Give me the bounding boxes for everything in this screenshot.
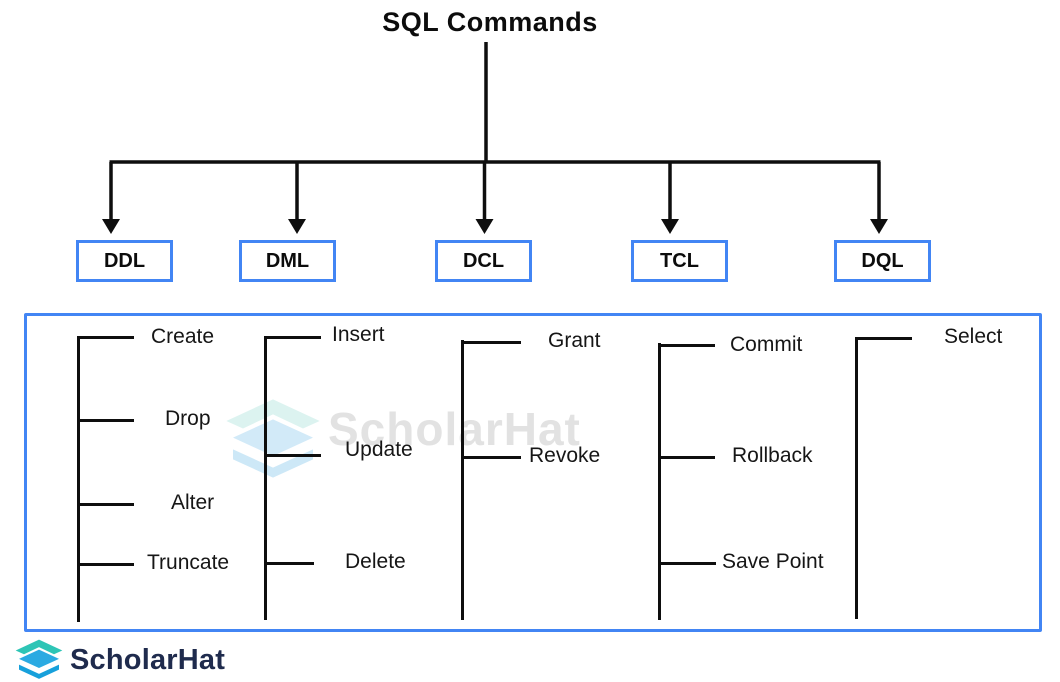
scholarhat-logo-icon (15, 639, 63, 679)
command-label-delete: Delete (345, 550, 406, 573)
dml-tick-insert (264, 336, 321, 339)
command-label-grant: Grant (548, 329, 601, 352)
command-label-commit: Commit (730, 333, 803, 356)
command-label-truncate: Truncate (147, 551, 230, 574)
dcl-branch-line (461, 340, 464, 620)
tcl-tick-savepoint (658, 562, 716, 565)
dml-tick-delete (264, 562, 314, 565)
diagram-title: SQL Commands (382, 7, 598, 37)
command-label-rollback: Rollback (732, 444, 813, 467)
category-label: TCL (660, 249, 699, 272)
category-box-tcl: TCL (631, 240, 728, 282)
ddl-branch-line (77, 336, 80, 622)
watermark-scholarhat-icon (226, 399, 320, 478)
ddl-tick-truncate (77, 563, 134, 566)
command-label-drop: Drop (165, 407, 211, 430)
dcl-tick-grant (461, 341, 521, 344)
category-box-dql: DQL (834, 240, 931, 282)
category-label: DCL (462, 249, 505, 272)
ddl-tick-alter (77, 503, 134, 506)
tree-connector-lines (102, 42, 888, 234)
tcl-tick-rollback (658, 456, 715, 459)
commands-panel (24, 313, 1042, 632)
command-label-alter: Alter (171, 491, 215, 514)
command-label-revoke: Revoke (529, 444, 601, 467)
dql-branch-line (855, 337, 858, 619)
dml-branch-line (264, 336, 267, 620)
command-label-insert: Insert (332, 323, 385, 346)
watermark-text: ScholarHat (328, 403, 581, 455)
dml-tick-update (264, 454, 321, 457)
ddl-tick-drop (77, 419, 134, 422)
ddl-tick-create (77, 336, 134, 339)
command-label-update: Update (345, 438, 413, 461)
scholarhat-footer-logo: ScholarHat (14, 639, 225, 682)
command-label-select: Select (944, 325, 1003, 348)
category-box-dcl: DCL (435, 240, 532, 282)
command-label-create: Create (151, 325, 215, 348)
dql-tick-select (855, 337, 912, 340)
category-box-ddl: DDL (76, 240, 173, 282)
command-label-savepoint: Save Point (722, 550, 824, 573)
footer-brand-text: ScholarHat (70, 644, 226, 676)
tcl-tick-commit (658, 344, 715, 347)
category-box-dml: DML (239, 240, 336, 282)
dcl-tick-revoke (461, 456, 521, 459)
category-label: DDL (103, 249, 146, 272)
tcl-branch-line (658, 343, 661, 620)
category-label: DML (265, 249, 310, 272)
category-label: DQL (861, 249, 904, 272)
